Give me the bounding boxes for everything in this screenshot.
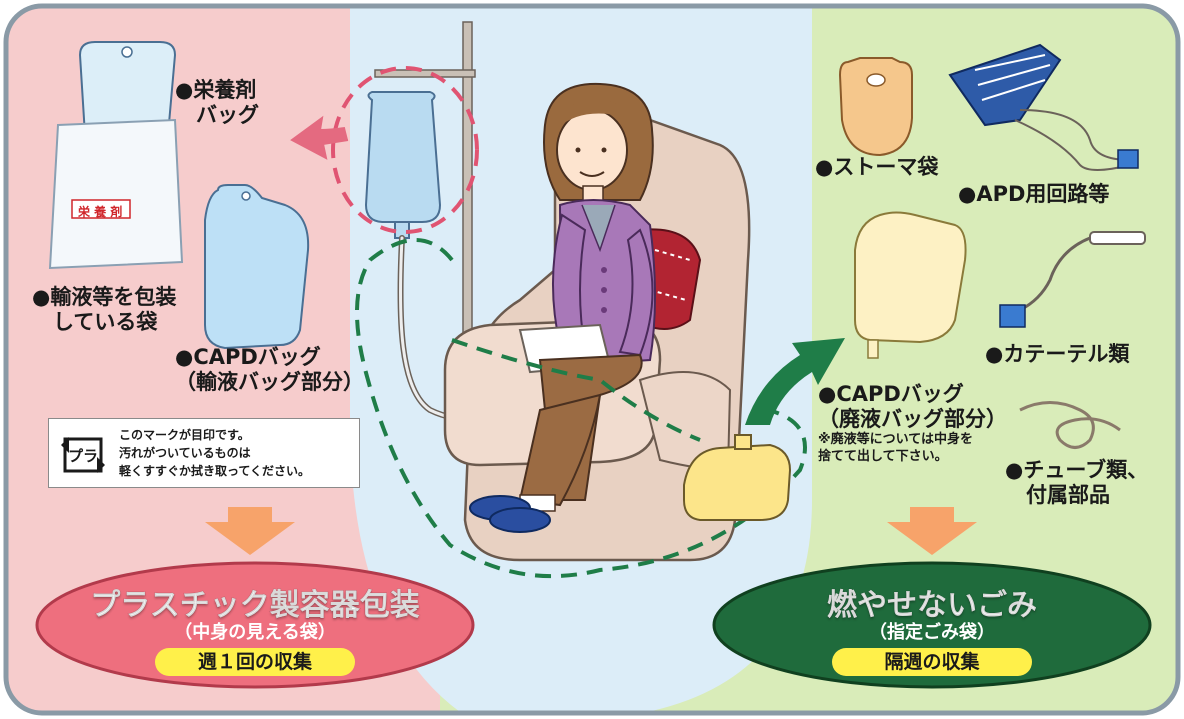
stoma-bag-illustration	[838, 57, 913, 157]
apd-circuit-illustration	[948, 43, 1139, 171]
nutrition-bag-print: 栄 養 剤	[78, 205, 123, 219]
plastic-mark-notice: プラ このマークが目印です。 汚れがついているものは 軽くすすぐか拭き取ってくだ…	[48, 418, 360, 488]
svg-text:プラ: プラ	[68, 447, 98, 465]
label-tubes-parts: ●チューブ類、 付属部品	[1005, 458, 1149, 507]
label-apd-circuit: ●APD用回路等	[958, 182, 1110, 206]
catheter-illustration	[999, 231, 1146, 328]
tubes-parts-illustration	[1019, 401, 1121, 449]
plastic-category-subtitle: （中身の見える袋）	[174, 622, 336, 643]
label-packaging-bag: ●輸液等を包装 している袋	[32, 285, 177, 334]
green-arrow-up-right	[745, 338, 845, 425]
capd-drainage-bag-illustration	[854, 211, 967, 359]
label-nutrition-bag: ●栄養剤 バッグ	[175, 78, 259, 127]
label-stoma-bag: ●ストーマ袋	[815, 155, 939, 179]
nonburnable-category-subtitle: （指定ごみ袋）	[869, 622, 995, 643]
notice-text: このマークが目印です。 汚れがついているものは 軽くすすぐか拭き取ってください。	[119, 428, 311, 478]
nonburnable-category-pill	[712, 561, 1152, 689]
nonburnable-collection-badge: 隔週の収集	[832, 648, 1032, 676]
plastic-collection-badge: 週１回の収集	[155, 648, 355, 676]
patient-woman	[469, 82, 702, 533]
packaging-bag-illustration	[48, 41, 184, 270]
label-drainage-note: ※廃液等については中身を 捨てて出して下さい。	[818, 432, 973, 464]
plastic-category-pill	[35, 561, 475, 689]
red-arrow-left	[290, 115, 349, 160]
down-arrow-left	[205, 507, 295, 555]
label-capd-bag-drainage: ●CAPDバッグ （廃液バッグ部分）	[818, 382, 1007, 431]
plastic-category-title: プラスチック製容器包装	[90, 588, 420, 624]
label-capd-bag-infusion: ●CAPDバッグ （輸液バッグ部分）	[175, 345, 364, 394]
highlight-circle	[331, 66, 479, 234]
drainage-bag-floor	[683, 434, 792, 521]
nutrition-bag-on-stand	[331, 66, 479, 239]
down-arrow-right	[887, 507, 977, 555]
capd-bag-left-illustration	[204, 184, 310, 350]
label-catheter: ●カテーテル類	[985, 342, 1130, 366]
frame-border	[3, 3, 1181, 716]
nonburnable-category-title: 燃やせないごみ	[827, 588, 1038, 624]
plastic-recycle-icon: プラ	[61, 437, 105, 473]
